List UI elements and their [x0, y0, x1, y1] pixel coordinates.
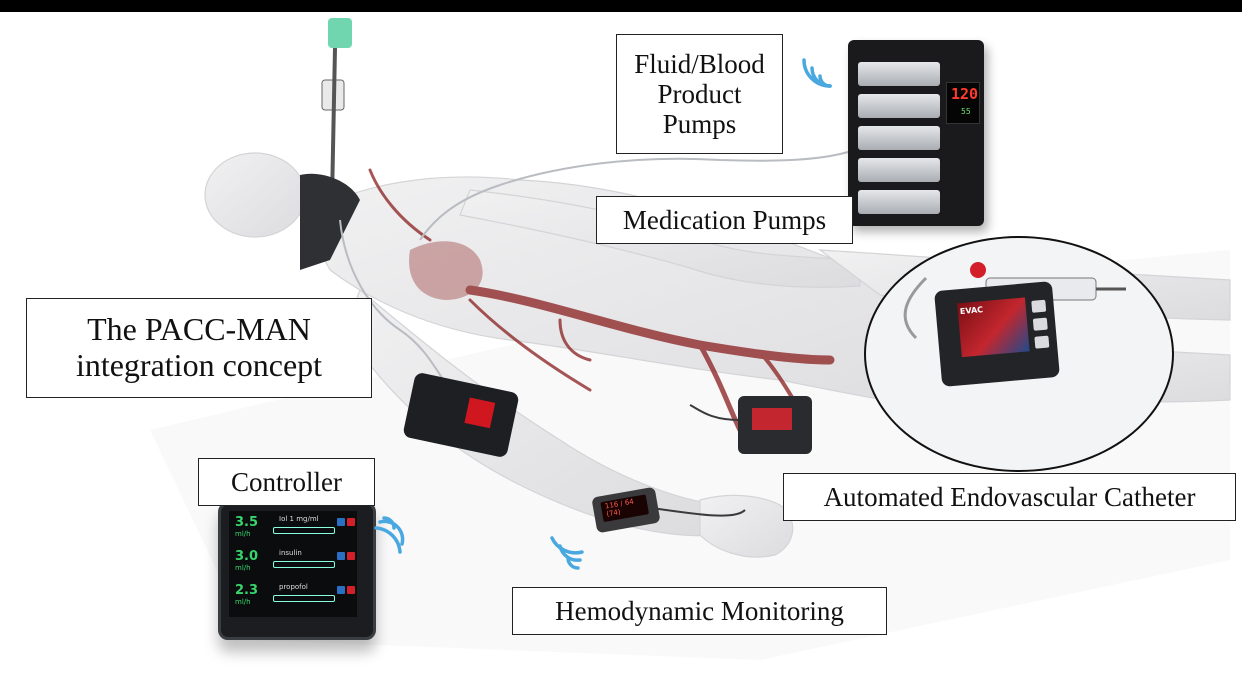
pump-rate: 2.3 — [235, 583, 259, 598]
device-button — [1032, 317, 1048, 331]
pump-drawer — [858, 94, 940, 118]
pump-stop-icon — [347, 586, 355, 594]
pump-unit: ml/h — [235, 530, 251, 538]
hand — [699, 494, 794, 558]
pump-unit: ml/h — [235, 598, 251, 606]
wrist-monitor-readout: 116 / 64 (74) — [604, 497, 635, 519]
pump-drug: propofol — [279, 583, 308, 591]
pump-drawer — [858, 62, 940, 86]
pump-rate-display: 120 55 — [946, 82, 980, 124]
catheter-box-screen — [752, 408, 792, 430]
arm-controller-screen — [464, 397, 496, 429]
controller-pump-row: 2.3 ml/h propofol — [235, 583, 355, 615]
wrist-monitor-screen: 116 / 64 (74) — [600, 494, 650, 523]
fluid-blood-pump-cabinet: 120 55 — [848, 40, 984, 226]
controller-pump-row: 3.0 ml/h insulin — [235, 549, 355, 581]
head — [204, 152, 306, 238]
airway-device — [300, 18, 360, 270]
concept-title-label: The PACC-MAN integration concept — [26, 298, 372, 398]
syringe-icon — [273, 595, 335, 602]
catheter-control-box — [738, 396, 812, 454]
tubing — [339, 151, 849, 396]
vasculature — [368, 168, 835, 433]
pump-unit: ml/h — [235, 564, 251, 572]
pump-stop-icon — [347, 552, 355, 560]
device-screen: EVAC — [957, 297, 1030, 358]
pump-edit-icon — [337, 586, 345, 594]
syringe-icon — [273, 527, 335, 534]
automated-catheter-label: Automated Endovascular Catheter — [783, 473, 1236, 521]
top-black-bar — [0, 0, 1242, 12]
catheter-device-zoom: EVAC — [864, 236, 1174, 472]
pump-drawer — [858, 126, 940, 150]
device-brand: EVAC — [959, 305, 984, 317]
pump-rate: 3.0 — [235, 549, 259, 564]
medication-pumps-label: Medication Pumps — [596, 196, 853, 244]
pump-drug: insulin — [279, 549, 302, 557]
controller-label: Controller — [198, 458, 375, 506]
controller-screen: 3.5 ml/h Iol 1 mg/ml 3.0 ml/h insulin 2.… — [229, 511, 357, 617]
device-button — [1034, 335, 1050, 349]
wireless-signal-icon — [550, 536, 584, 570]
cable — [651, 404, 746, 517]
wireless-signal-icon — [802, 58, 832, 88]
controller-tablet: 3.5 ml/h Iol 1 mg/ml 3.0 ml/h insulin 2.… — [218, 502, 376, 640]
pump-rate: 3.5 — [235, 515, 259, 530]
pump-drawer — [858, 158, 940, 182]
syringe-icon — [273, 561, 335, 568]
pump-stop-icon — [347, 518, 355, 526]
pump-secondary-value: 55 — [961, 107, 971, 116]
hemodynamic-monitoring-label: Hemodynamic Monitoring — [512, 587, 887, 635]
pump-drug: Iol 1 mg/ml — [279, 515, 319, 523]
pump-rate-value: 120 — [951, 85, 979, 103]
pump-edit-icon — [337, 552, 345, 560]
device-button — [1031, 299, 1047, 313]
endovascular-catheter-controller: EVAC — [934, 281, 1060, 387]
controller-pump-row: 3.5 ml/h Iol 1 mg/ml — [235, 515, 355, 547]
fluid-blood-pumps-label: Fluid/Blood Product Pumps — [616, 34, 783, 154]
wireless-signal-icon — [374, 516, 405, 554]
pump-edit-icon — [337, 518, 345, 526]
pump-drawer — [858, 190, 940, 214]
